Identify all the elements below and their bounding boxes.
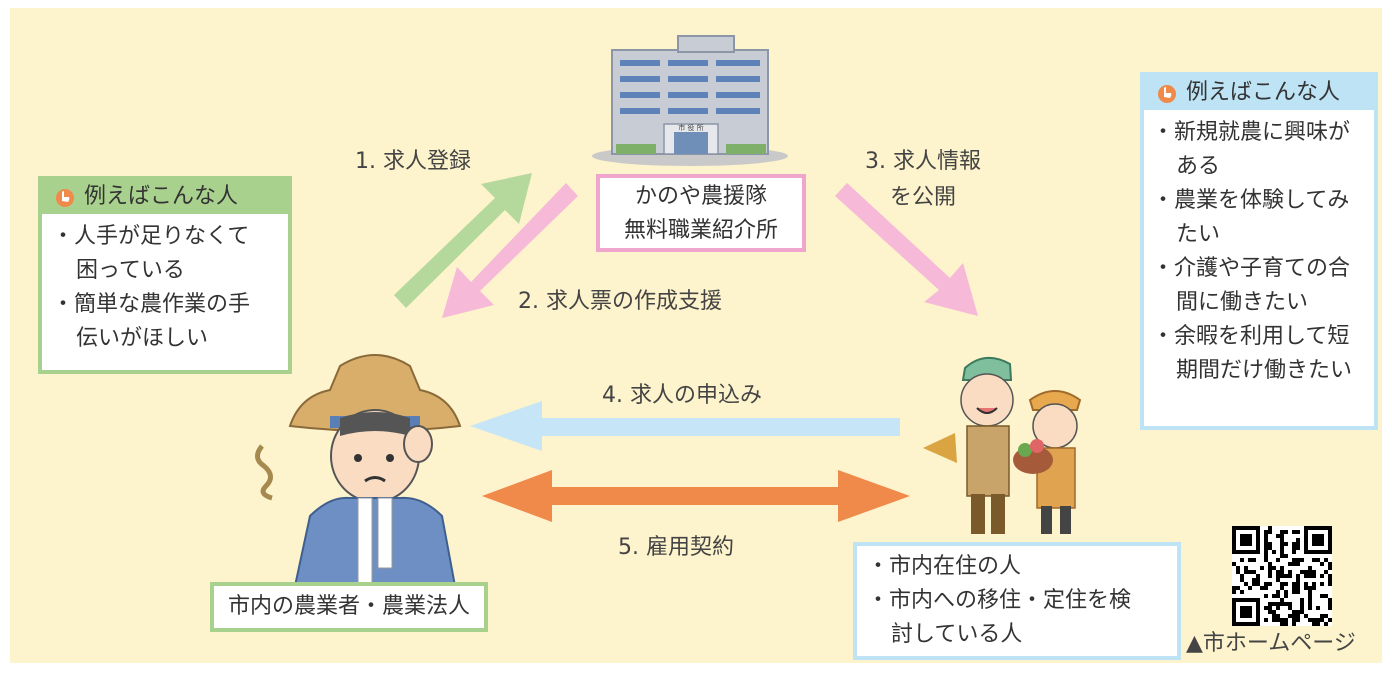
- farmer-label-box: 市内の農業者・農業法人: [210, 582, 488, 632]
- city-office-sign: 市 役 所: [678, 123, 703, 132]
- pointing-hand-icon: [56, 189, 74, 207]
- worker-criteria-item: ・市内在住の人: [867, 554, 1022, 579]
- office-name-line2: 無料職業紹介所: [623, 218, 778, 243]
- city-office-building-illustration: 市 役 所: [592, 35, 788, 166]
- step3-label-line1: 3. 求人情報: [865, 149, 981, 174]
- worker-example-box: 例えばこんな人 ・新規就農に興味がある ・農業を体験してみたい ・介護や子育ての…: [1140, 72, 1378, 430]
- pointing-hand-icon: [1158, 85, 1176, 103]
- worker-criteria-box: ・市内在住の人 ・市内への移住・定住を検討している人: [853, 542, 1181, 660]
- step3-label-line2: を公開: [890, 185, 957, 210]
- farm-workers-illustration: [923, 357, 1082, 534]
- worker-example-item: ・農業を体験してみたい: [1152, 188, 1350, 247]
- arrow-job-registration: [394, 173, 532, 308]
- worker-example-header: 例えばこんな人: [1144, 76, 1374, 110]
- office-name-line1: かのや農援隊: [634, 184, 767, 209]
- worker-example-item: ・新規就農に興味がある: [1152, 120, 1351, 179]
- arrow-publish-jobs: [835, 183, 978, 316]
- qr-code-image[interactable]: [1232, 526, 1332, 626]
- arrow-job-sheet-support: [442, 183, 578, 318]
- step4-label: 4. 求人の申込み: [602, 383, 762, 408]
- worker-criteria-item: ・市内への移住・定住を検討している人: [867, 588, 1132, 647]
- farmer-example-box: 例えばこんな人 ・人手が足りなくて困っている ・簡単な農作業の手伝いがほしい: [38, 176, 292, 374]
- arrow-employment-contract: [482, 470, 910, 522]
- farmer-example-item: ・人手が足りなくて困っている: [52, 224, 250, 283]
- worker-example-item: ・介護や子育ての合間に働きたい: [1152, 256, 1351, 315]
- step5-label: 5. 雇用契約: [618, 535, 734, 560]
- farmer-example-item: ・簡単な農作業の手伝いがほしい: [52, 292, 251, 351]
- worker-example-item: ・余暇を利用して短期間だけ働きたい: [1152, 324, 1353, 383]
- farmer-label: 市内の農業者・農業法人: [227, 594, 470, 619]
- farmer-example-header: 例えばこんな人: [42, 180, 288, 214]
- troubled-farmer-illustration: [255, 354, 462, 586]
- arrow-job-application: [470, 401, 900, 451]
- qr-caption: ▲市ホームページ: [1186, 631, 1356, 656]
- diagram-canvas: 市 役 所 かのや農援隊 無料職業紹介所 1. 求人登録 2. 求人票の作成支援…: [10, 8, 1382, 663]
- office-name-box: かのや農援隊 無料職業紹介所: [596, 174, 806, 252]
- arrow-layer: [394, 173, 978, 522]
- step2-label: 2. 求人票の作成支援: [518, 289, 722, 314]
- step1-label: 1. 求人登録: [355, 149, 471, 174]
